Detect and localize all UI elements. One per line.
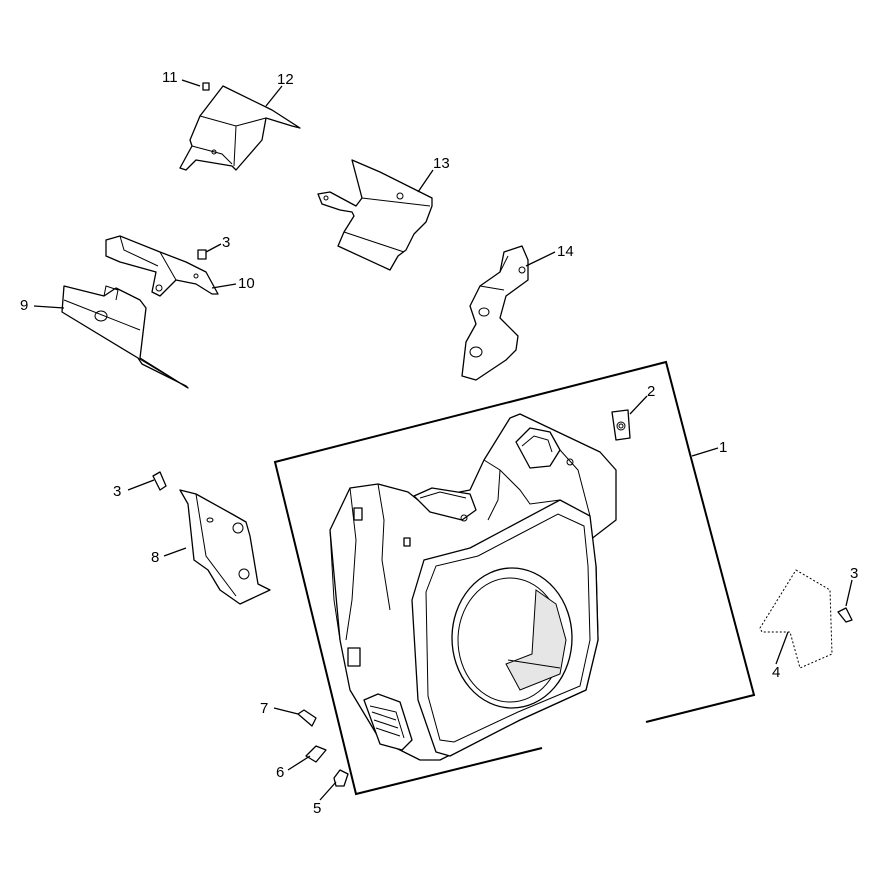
- part-12-shield: [179, 85, 301, 171]
- callout-9: 9: [20, 297, 28, 314]
- callout-7: 7: [260, 700, 268, 717]
- part-10-bracket: [105, 235, 219, 297]
- callout-13: 13: [433, 155, 450, 172]
- part-5-nut: [333, 769, 349, 787]
- callout-2: 2: [647, 383, 655, 400]
- part-9-plate: [61, 285, 189, 389]
- callout-3-left: 3: [113, 483, 121, 500]
- part-1-frame: [273, 360, 756, 796]
- callout-5: 5: [313, 800, 321, 817]
- part-1-blower-housing: [329, 413, 617, 761]
- part-3-screw-right: [837, 607, 853, 623]
- callout-1: 1: [719, 439, 727, 456]
- part-4-cover: [759, 569, 833, 669]
- callout-4: 4: [772, 664, 780, 681]
- callout-10: 10: [238, 275, 255, 292]
- callout-14: 14: [557, 243, 574, 260]
- part-8-bracket: [179, 489, 271, 605]
- part-3-screw-upper: [197, 249, 207, 260]
- part-3-screw-left: [152, 471, 167, 491]
- part-2-clip-nut: [611, 409, 631, 441]
- callout-6: 6: [276, 764, 284, 781]
- part-6-screw: [305, 745, 327, 763]
- callout-3-upper: 3: [222, 234, 230, 251]
- part-11-screw: [202, 82, 210, 91]
- callout-11: 11: [162, 69, 178, 86]
- part-13-shield: [317, 159, 433, 271]
- part-14-bracket: [461, 245, 529, 381]
- leader-lines: [33, 79, 853, 801]
- callout-3-right: 3: [850, 565, 858, 582]
- part-7-screw: [297, 709, 317, 727]
- callout-8: 8: [151, 549, 159, 566]
- callout-12: 12: [277, 71, 294, 88]
